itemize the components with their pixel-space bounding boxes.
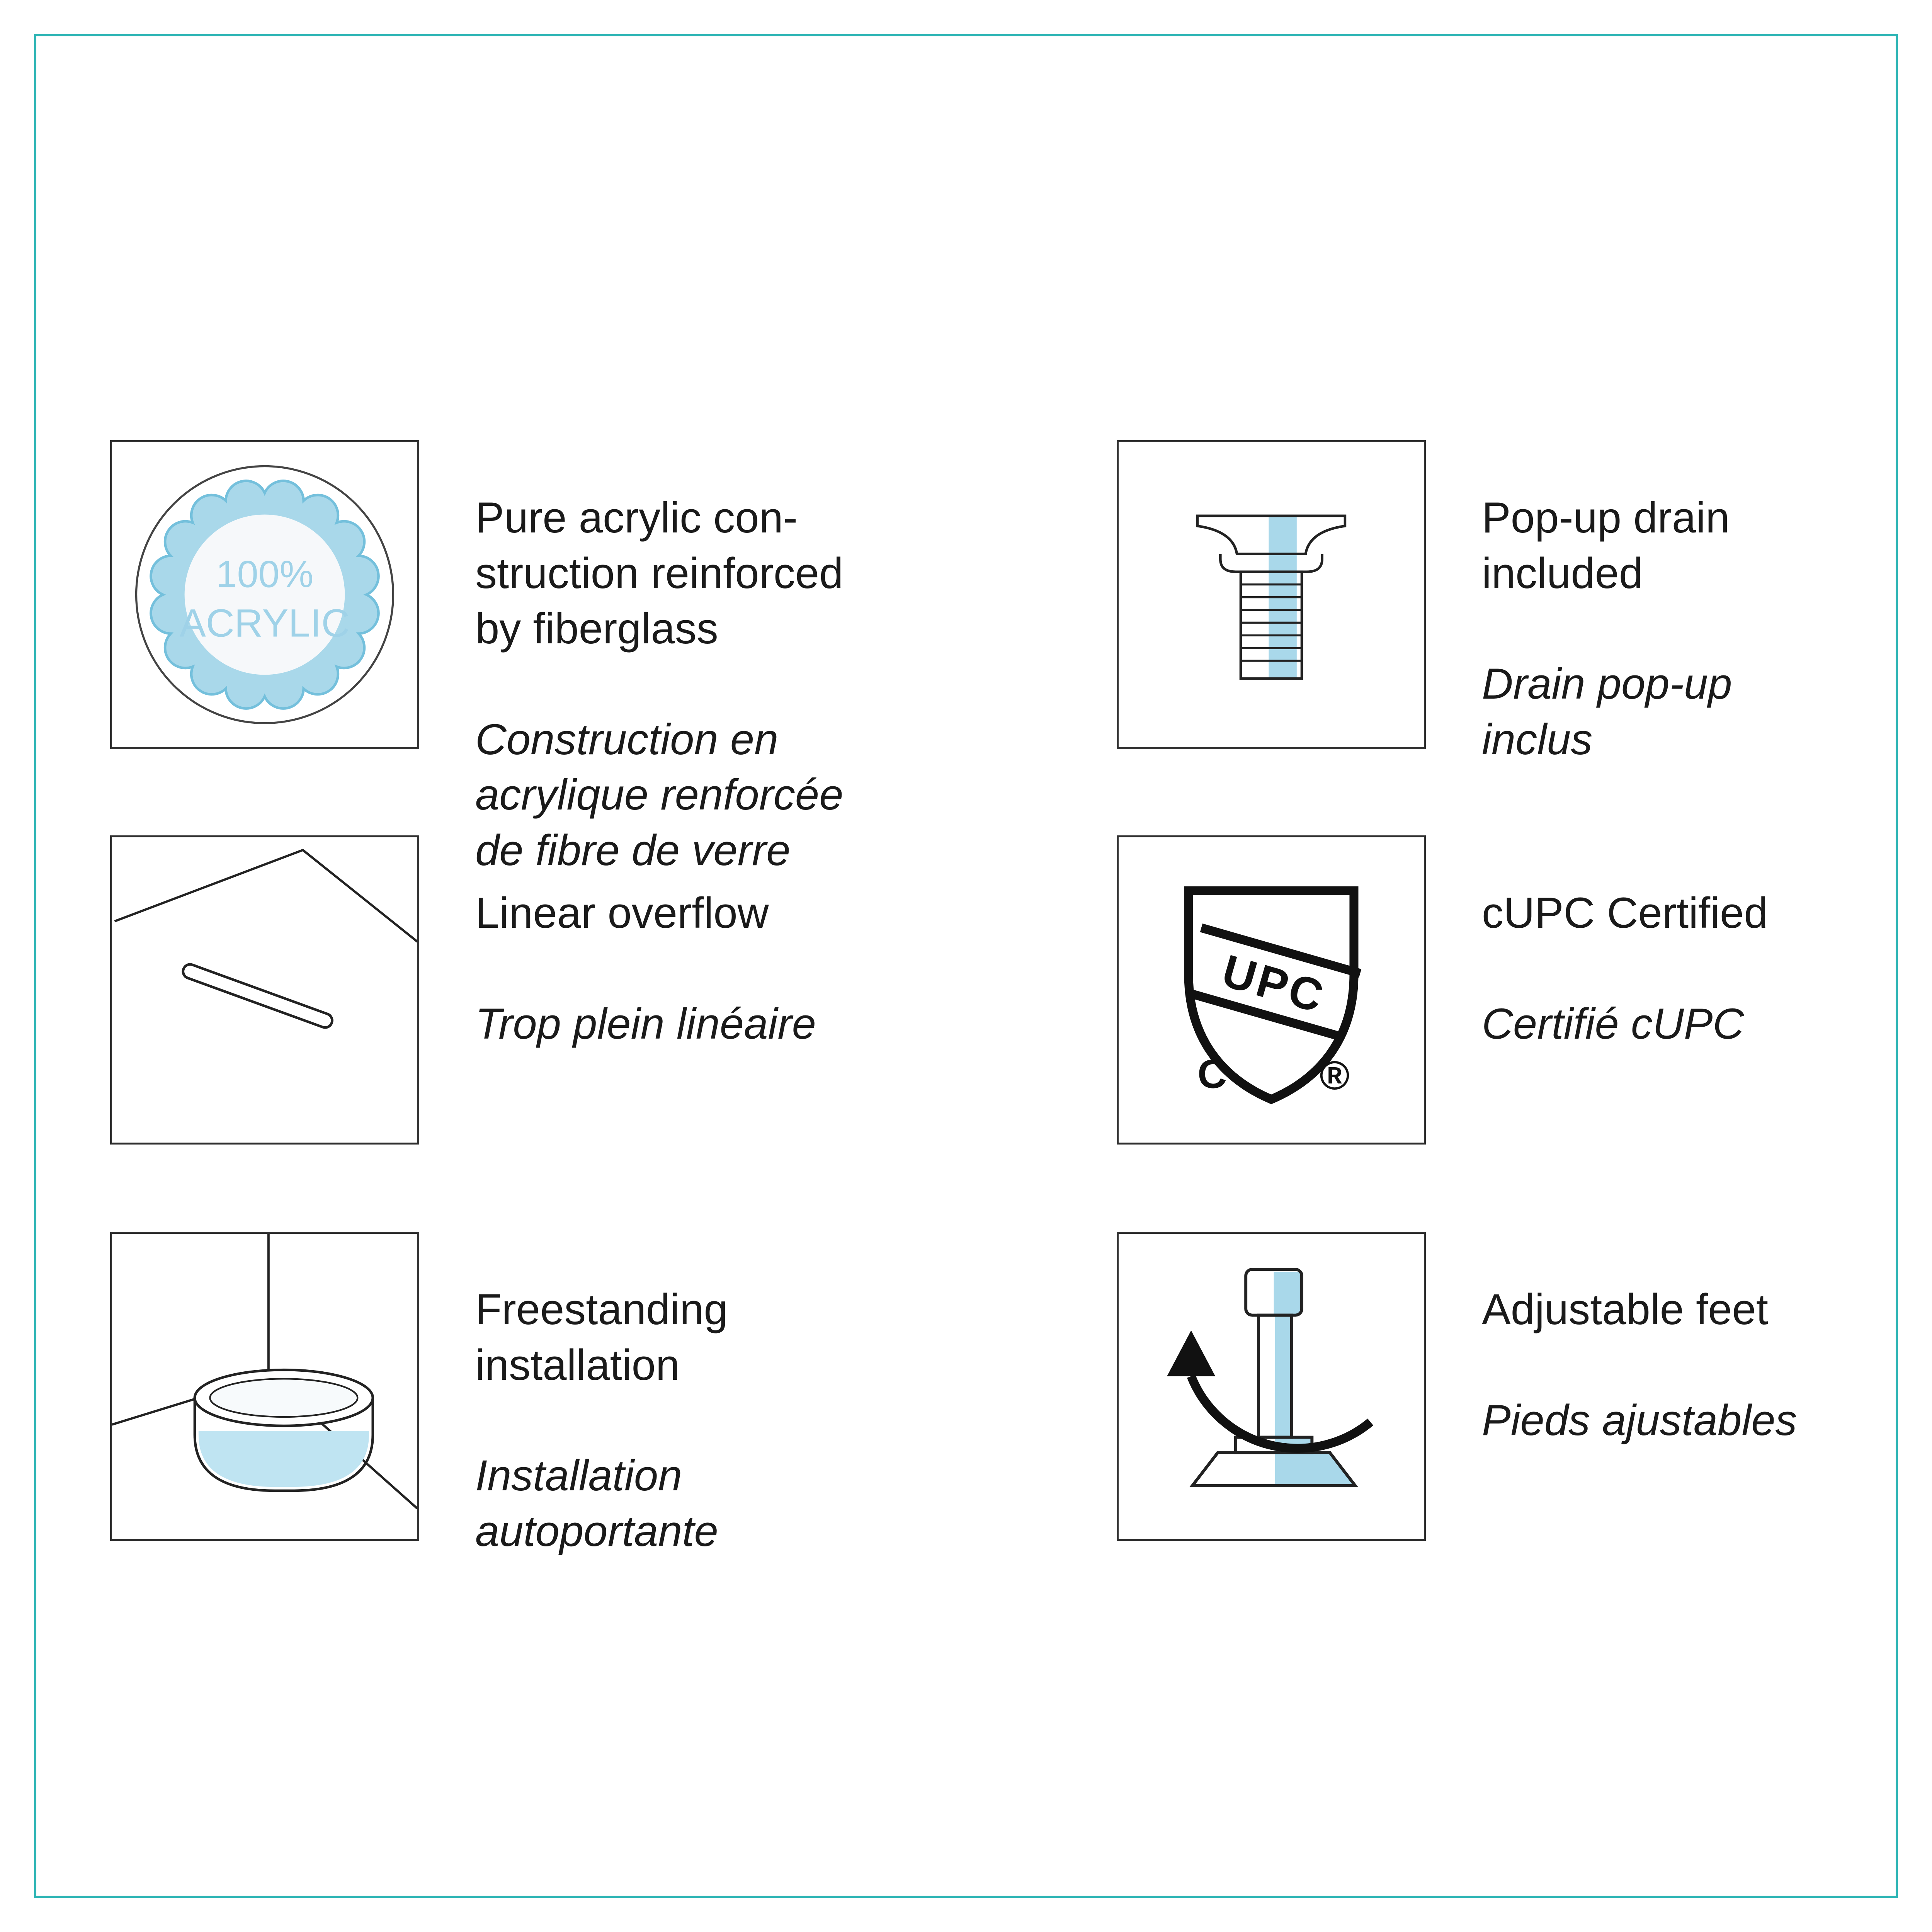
feature-icon-box: [1117, 1232, 1426, 1541]
feature-caption: Linear overflow Trop plein linéaire: [475, 830, 978, 1107]
feature-text-en: Pure acrylic con- struction reinforced b…: [475, 493, 844, 653]
feature-text-fr: Trop plein linéaire: [475, 1000, 816, 1048]
linear-overflow-icon: [114, 849, 417, 1029]
feature-text-fr: Construction en acrylique renforcée de f…: [475, 715, 844, 874]
feature-icon-box: [110, 835, 419, 1145]
feature-caption: Freestanding installation Installation a…: [475, 1226, 978, 1614]
feature-text-en: Linear overflow: [475, 889, 769, 937]
feature-caption: Pop-up drain included Drain pop-up inclu…: [1482, 435, 1932, 823]
feature-acrylic: 100% ACRYLIC Pure acrylic con- struction…: [110, 440, 978, 933]
acrylic-badge-icon: 100% ACRYLIC: [135, 465, 395, 724]
registered-trademark-symbol: ®: [1320, 1053, 1350, 1098]
adjustable-feet-icon: [1167, 1268, 1374, 1487]
feature-text-fr: Certifié cUPC: [1482, 1000, 1744, 1048]
feature-icon-box: 100% ACRYLIC: [110, 440, 419, 749]
freestanding-tub-icon: [112, 1234, 417, 1510]
feature-caption: Adjustable feet Pieds ajustables: [1482, 1226, 1932, 1503]
feature-text-fr: Drain pop-up inclus: [1482, 660, 1732, 764]
popup-drain-icon: [1196, 514, 1347, 680]
feature-text-fr: Installation autoportante: [475, 1451, 718, 1555]
feature-adjustable-feet: Adjustable feet Pieds ajustables: [1117, 1232, 1932, 1541]
acrylic-badge-material: ACRYLIC: [180, 601, 350, 645]
acrylic-badge-percent: 100%: [216, 553, 314, 595]
feature-text-en: cUPC Certified: [1482, 889, 1768, 937]
feature-caption: Pure acrylic con- struction reinforced b…: [475, 435, 978, 933]
feature-icon-box: [1117, 440, 1426, 749]
feature-text-fr: Pieds ajustables: [1482, 1396, 1797, 1445]
feature-popup-drain: Pop-up drain included Drain pop-up inclu…: [1117, 440, 1932, 823]
feature-cupc: UPC C ® cUPC Certified Certifié cUPC: [1117, 835, 1932, 1145]
cupc-country-c: C: [1197, 1051, 1227, 1097]
feature-text-en: Pop-up drain included: [1482, 493, 1730, 597]
feature-icon-box: UPC C ®: [1117, 835, 1426, 1145]
feature-icon-box: [110, 1232, 419, 1541]
feature-text-en: Adjustable feet: [1482, 1285, 1768, 1334]
feature-text-en: Freestanding installation: [475, 1285, 728, 1389]
feature-caption: cUPC Certified Certifié cUPC: [1482, 830, 1932, 1107]
cupc-shield-icon: UPC C ®: [1160, 886, 1376, 1104]
feature-freestanding: Freestanding installation Installation a…: [110, 1232, 978, 1614]
feature-linear-overflow: Linear overflow Trop plein linéaire: [110, 835, 978, 1145]
